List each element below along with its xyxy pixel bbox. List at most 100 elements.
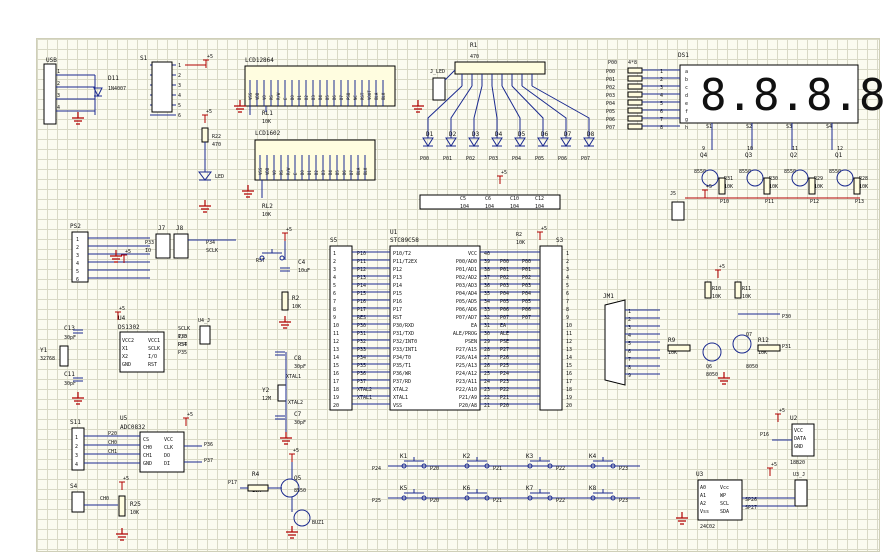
ds1-resistor-label: 4*8 [628,60,637,66]
r25-value: 10K [130,510,139,516]
u1-right-pin: P27/A15 [456,347,477,353]
u1-right-net: P02 [500,275,509,281]
u1-right-pin: PSEN [465,339,477,345]
vcc-label: +5 [293,448,299,454]
u1-right-num: 25 [484,371,490,377]
key-label-K7: K7 [526,485,534,492]
ground-symbol [242,185,254,198]
s3-pin: 5 [566,283,569,289]
u1-right-num: 22 [484,395,490,401]
u5-right-pin: VCC [164,437,173,443]
s3-pin: 17 [566,379,572,385]
transistor-pin-num: 12 [837,146,843,152]
y2-value: 12M [262,396,271,402]
vcc-label: +5 [206,109,212,115]
s5-pin: 7 [333,299,336,305]
q5-value: 8550 [294,488,306,494]
j7-connector [155,233,171,259]
u1-left-pin: XTAL2 [393,387,408,393]
s3-net: P01 [522,267,531,273]
ground-symbol [234,100,246,113]
ds1-select: S4 [826,124,832,130]
u3-name: 24C02 [700,524,715,530]
s3-net: P03 [522,283,531,289]
led-diode-D5 [514,137,526,147]
u5-right-pin: DI [164,461,170,467]
resistor [718,177,726,195]
u1-right-net: P26 [500,355,509,361]
s11-pin: 4 [75,462,78,468]
lcd12864-pin-name: D5 [325,95,330,100]
jm1-pin: 2 [628,317,631,323]
lcd1602-pin-name: RS [279,170,284,175]
u1-right-net: ALE [500,331,509,337]
transistor-pin-num: 11 [792,146,798,152]
transistor-port: P11 [765,199,774,205]
j8-connector [173,233,189,259]
switch-contact [421,463,427,469]
transistor-resistor: R30 [769,176,778,182]
u1-left-pin: P30/RXD [393,323,414,329]
vcc-label: +5 [771,462,777,468]
j8-label: J8 [176,225,184,232]
led-label-D4: D4 [495,131,503,138]
lcd12864-pin-name: D4 [318,95,323,100]
lcd12864-pin-name: VDD [255,92,260,100]
led-diode-D4 [491,137,503,147]
vcc-label: +5 [286,227,292,233]
led-line [501,85,521,138]
lcd1602-connector [254,139,376,181]
s5-pin: 15 [333,363,339,369]
vcc-label: +5 [719,264,725,270]
u1-right-net: EA [500,323,506,329]
led-line [521,85,567,138]
lcd1602-pin-name: D3 [321,170,326,175]
lcd12864-pin-name: RS [269,95,274,100]
resistor [667,344,691,352]
ds1-port: P01 [606,77,615,83]
jm1-pin: 5 [628,341,631,347]
led-line [450,85,473,138]
transistor-resistor-value: 10K [859,184,868,190]
ds1-num: 6 [660,109,663,115]
s3-pin: 3 [566,267,569,273]
ds1-resistor [627,75,643,82]
s5-net: P33 [357,347,366,353]
u4-sp-net: P35 [178,350,187,356]
u1-right-num: 21 [484,403,490,409]
u2-label: U2 [790,415,798,422]
key-port: P20 [430,498,439,504]
switch-contact [484,463,490,469]
cap-frame [419,194,561,210]
u1-right-num: 38 [484,267,490,273]
s3-pin: 16 [566,371,572,377]
ground-symbol [280,432,292,445]
vcc-label: +5 [125,249,131,255]
ds1-num: 7 [660,117,663,123]
s5-net: P17 [357,307,366,313]
ground-symbol [110,250,122,263]
switch-contact [421,495,427,501]
lcd12864-pin-name: D3 [311,95,316,100]
led-line [427,85,463,138]
led-port-D5: P04 [512,156,521,162]
lcd12864-pin-name: BLA [374,92,379,100]
s5-pin: 2 [333,259,336,265]
led-diode-D1 [422,137,434,147]
d11-label: D11 [108,75,119,82]
ds1-seg-pin: b [685,77,688,83]
r11-value: 10K [742,294,751,300]
led-line [473,85,483,138]
c4-label: C4 [298,259,306,266]
rst-label: RST [256,258,265,264]
r1-value: 470 [470,54,479,60]
led-label-D2: D2 [449,131,457,138]
ds1-label: DS1 [678,52,689,59]
lcd1602-pin-name: D1 [307,170,312,175]
q7-label: Q7 [746,332,752,338]
r22-label: R22 [212,134,221,140]
switch-contact [610,463,616,469]
switch-contact [401,463,407,469]
u1-left-pin: P12 [393,267,402,273]
u3-left-pin: Vss [700,509,709,515]
